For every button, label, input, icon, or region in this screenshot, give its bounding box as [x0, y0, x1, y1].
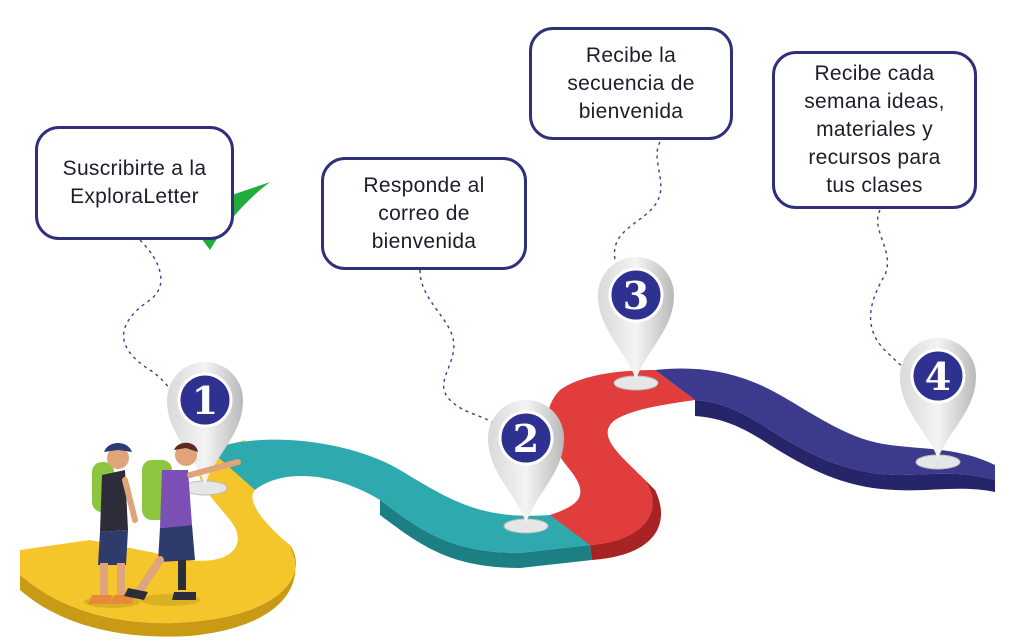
dashed-connectors — [122, 141, 906, 426]
connector-2 — [419, 269, 496, 426]
pin-number-3: 3 — [623, 273, 649, 318]
step-4-callout: Recibe cada semana ideas, materiales y r… — [772, 51, 977, 209]
connector-1 — [122, 239, 176, 396]
road-segment-2 — [210, 439, 590, 553]
connector-3 — [613, 141, 662, 261]
step-2-callout: Responde al correo de bienvenida — [321, 157, 527, 270]
location-pin-2: 2 — [488, 400, 564, 534]
pin-badge — [910, 348, 966, 404]
road-segment-3 — [547, 370, 695, 545]
pin-number-2: 2 — [513, 416, 539, 461]
connector-4 — [869, 209, 906, 369]
pin-badge — [498, 410, 554, 466]
road-segment-4 — [655, 368, 995, 480]
step-1-callout: Suscribirte a la ExploraLetter — [35, 126, 234, 240]
location-pin-1: 1 — [167, 362, 243, 496]
road-segment-1 — [20, 440, 296, 624]
step-3-callout: Recibe la secuencia de bienvenida — [529, 27, 733, 140]
pin-badge — [608, 267, 664, 323]
pin-number-1: 1 — [192, 378, 218, 423]
winding-road — [20, 368, 995, 637]
pin-badge — [177, 372, 233, 428]
pin-number-4: 4 — [925, 354, 951, 399]
hiker-figure — [84, 442, 241, 608]
location-pin-3: 3 — [598, 257, 674, 391]
location-pin-4: 4 — [900, 338, 976, 470]
